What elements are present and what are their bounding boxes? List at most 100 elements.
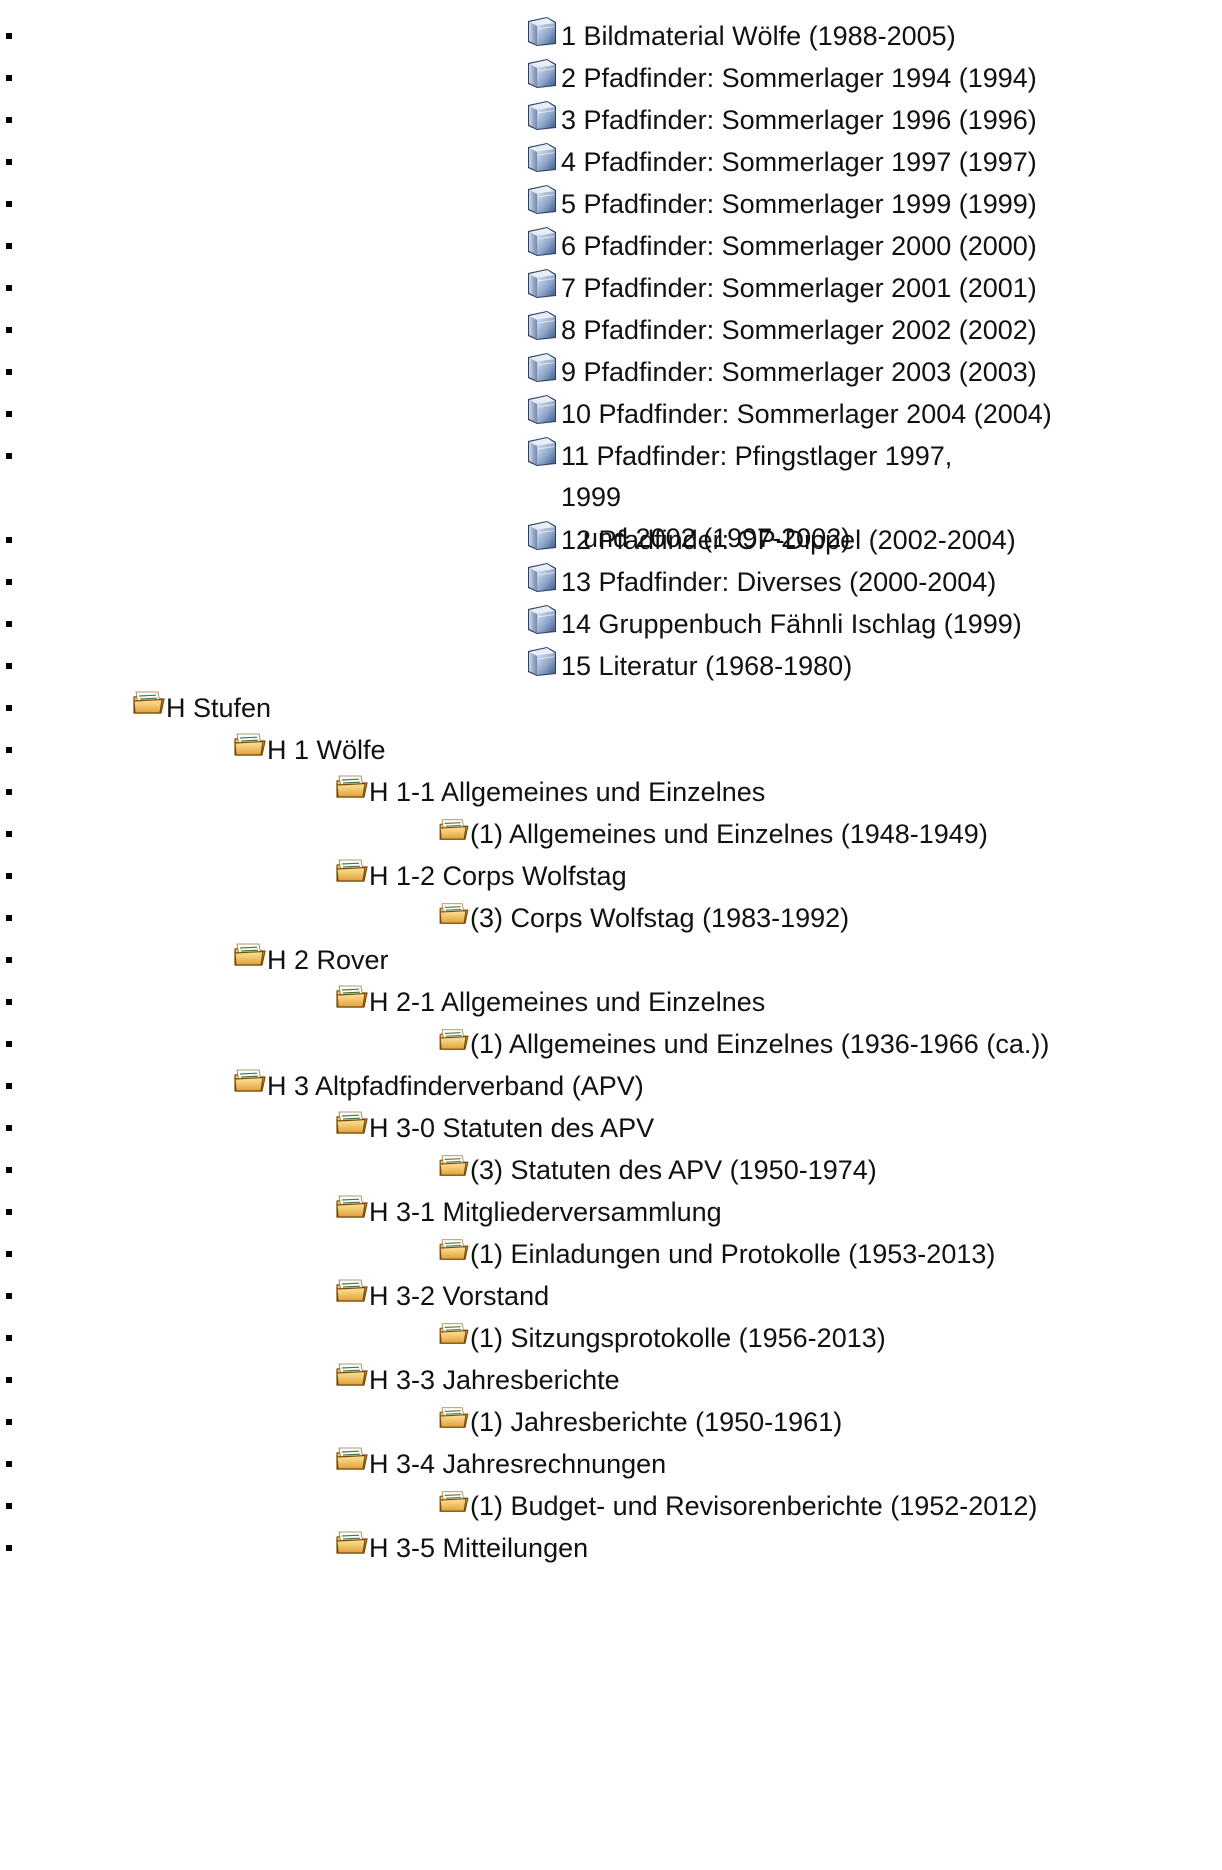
tree-item[interactable]: 14 Gruppenbuch Fähnli Ischlag (1999)	[525, 604, 1022, 645]
tree-item-label[interactable]: 1 Bildmaterial Wölfe (1988-2005)	[561, 21, 956, 51]
tree-item[interactable]: 5 Pfadfinder: Sommerlager 1999 (1999)	[525, 184, 1037, 225]
tree-item[interactable]: (1) Budget- und Revisorenberichte (1952-…	[438, 1486, 1037, 1527]
tree-item[interactable]: H 2 Rover	[233, 940, 389, 981]
tree-item-label[interactable]: (1) Allgemeines und Einzelnes (1936-1966…	[470, 1029, 1050, 1059]
tree-item-label[interactable]: H 1-2 Corps Wolfstag	[369, 861, 627, 891]
tree-item[interactable]: 4 Pfadfinder: Sommerlager 1997 (1997)	[525, 142, 1037, 183]
folder-open-icon	[335, 1190, 369, 1218]
tree-item-label[interactable]: 6 Pfadfinder: Sommerlager 2000 (2000)	[561, 231, 1037, 261]
tree-item[interactable]: 8 Pfadfinder: Sommerlager 2002 (2002)	[525, 310, 1037, 351]
bullet-icon	[6, 201, 12, 207]
bullet-icon	[6, 831, 12, 837]
tree-item-label[interactable]: (1) Budget- und Revisorenberichte (1952-…	[470, 1491, 1038, 1521]
tree-item-label[interactable]: 4 Pfadfinder: Sommerlager 1997 (1997)	[561, 147, 1037, 177]
bullet-icon	[6, 1293, 12, 1299]
tree-item-label[interactable]: 5 Pfadfinder: Sommerlager 1999 (1999)	[561, 189, 1037, 219]
tree-item-label[interactable]: 14 Gruppenbuch Fähnli Ischlag (1999)	[561, 609, 1022, 639]
tree-item[interactable]: (3) Statuten des APV (1950-1974)	[438, 1150, 877, 1191]
archive-box-icon	[525, 15, 559, 47]
archive-box-icon	[525, 267, 559, 299]
tree-item-label[interactable]: 7 Pfadfinder: Sommerlager 2001 (2001)	[561, 273, 1037, 303]
tree-item[interactable]: 9 Pfadfinder: Sommerlager 2003 (2003)	[525, 352, 1037, 393]
bullet-icon	[6, 1167, 12, 1173]
tree-item[interactable]: 15 Literatur (1968-1980)	[525, 646, 852, 687]
folder-open-icon	[233, 728, 267, 756]
bullet-icon	[6, 327, 12, 333]
folder-icon	[438, 1400, 470, 1428]
tree-item-label[interactable]: 12 Pfadfinder: OP-Dippel (2002-2004)	[561, 525, 1016, 555]
tree-item-label[interactable]: H 3-1 Mitgliederversammlung	[369, 1197, 722, 1227]
folder-icon	[438, 1232, 470, 1260]
tree-item[interactable]: (1) Jahresberichte (1950-1961)	[438, 1402, 842, 1443]
bullet-icon	[6, 369, 12, 375]
tree-item[interactable]: H 3 Altpfadfinderverband (APV)	[233, 1066, 644, 1107]
tree-item[interactable]: 3 Pfadfinder: Sommerlager 1996 (1996)	[525, 100, 1037, 141]
tree-item-label[interactable]: H 2-1 Allgemeines und Einzelnes	[369, 987, 766, 1017]
tree-item-label[interactable]: 2 Pfadfinder: Sommerlager 1994 (1994)	[561, 63, 1037, 93]
tree-item[interactable]: H 1-2 Corps Wolfstag	[335, 856, 627, 897]
tree-item[interactable]: (1) Sitzungsprotokolle (1956-2013)	[438, 1318, 886, 1359]
folder-open-icon	[335, 980, 369, 1008]
tree-item[interactable]: H 3-2 Vorstand	[335, 1276, 549, 1317]
tree-item[interactable]: (1) Allgemeines und Einzelnes (1948-1949…	[438, 814, 988, 855]
tree-item-label[interactable]: H 1-1 Allgemeines und Einzelnes	[369, 777, 766, 807]
tree-item-label[interactable]: (1) Jahresberichte (1950-1961)	[470, 1407, 843, 1437]
tree-item-label[interactable]: H 3-0 Statuten des APV	[369, 1113, 655, 1143]
folder-open-icon	[233, 938, 267, 966]
tree-item[interactable]: (1) Einladungen und Protokolle (1953-201…	[438, 1234, 995, 1275]
tree-item-label[interactable]: H 2 Rover	[267, 945, 389, 975]
folder-open-icon	[132, 686, 166, 714]
bullet-icon	[6, 243, 12, 249]
tree-item-label[interactable]: 13 Pfadfinder: Diverses (2000-2004)	[561, 567, 997, 597]
tree-item[interactable]: H 1-1 Allgemeines und Einzelnes	[335, 772, 765, 813]
tree-item[interactable]: (1) Allgemeines und Einzelnes (1936-1966…	[438, 1024, 1049, 1065]
tree-item[interactable]: 13 Pfadfinder: Diverses (2000-2004)	[525, 562, 996, 603]
tree-item-label[interactable]: H 3-3 Jahresberichte	[369, 1365, 620, 1395]
tree-item[interactable]: 7 Pfadfinder: Sommerlager 2001 (2001)	[525, 268, 1037, 309]
tree-item-label[interactable]: 15 Literatur (1968-1980)	[561, 651, 853, 681]
tree-item[interactable]: H 3-3 Jahresberichte	[335, 1360, 620, 1401]
tree-item-label[interactable]: (3) Statuten des APV (1950-1974)	[470, 1155, 877, 1185]
tree-item-label[interactable]: 3 Pfadfinder: Sommerlager 1996 (1996)	[561, 105, 1037, 135]
bullet-icon	[6, 1041, 12, 1047]
bullet-icon	[6, 1335, 12, 1341]
tree-item[interactable]: 6 Pfadfinder: Sommerlager 2000 (2000)	[525, 226, 1037, 267]
tree-item-label[interactable]: H 3-5 Mitteilungen	[369, 1533, 589, 1563]
tree-item[interactable]: H Stufen	[132, 688, 271, 729]
tree-item[interactable]: 12 Pfadfinder: OP-Dippel (2002-2004)	[525, 520, 1016, 561]
tree-item-label[interactable]: (3) Corps Wolfstag (1983-1992)	[470, 903, 850, 933]
tree-item-label[interactable]: H Stufen	[166, 693, 272, 723]
tree-item[interactable]: H 3-0 Statuten des APV	[335, 1108, 654, 1149]
bullet-icon	[6, 915, 12, 921]
archive-box-icon	[525, 561, 559, 593]
tree-item[interactable]: 10 Pfadfinder: Sommerlager 2004 (2004)	[525, 394, 1052, 435]
tree-item[interactable]: 1 Bildmaterial Wölfe (1988-2005)	[525, 16, 956, 57]
archive-box-icon	[525, 645, 559, 677]
bullet-icon	[6, 705, 12, 711]
tree-item[interactable]: H 1 Wölfe	[233, 730, 386, 771]
tree-item-label[interactable]: H 3 Altpfadfinderverband (APV)	[267, 1071, 644, 1101]
tree-item[interactable]: 2 Pfadfinder: Sommerlager 1994 (1994)	[525, 58, 1037, 99]
tree-item-label[interactable]: H 3-2 Vorstand	[369, 1281, 550, 1311]
bullet-icon	[6, 33, 12, 39]
tree-item-label[interactable]: (1) Einladungen und Protokolle (1953-201…	[470, 1239, 996, 1269]
tree-item-label[interactable]: 10 Pfadfinder: Sommerlager 2004 (2004)	[561, 399, 1052, 429]
folder-open-icon	[233, 1064, 267, 1092]
tree-item[interactable]: H 2-1 Allgemeines und Einzelnes	[335, 982, 765, 1023]
tree-item[interactable]: H 3-4 Jahresrechnungen	[335, 1444, 666, 1485]
archive-box-icon	[525, 99, 559, 131]
tree-item-label[interactable]: H 1 Wölfe	[267, 735, 386, 765]
tree-item[interactable]: H 3-1 Mitgliederversammlung	[335, 1192, 722, 1233]
bullet-icon	[6, 75, 12, 81]
bullet-icon	[6, 957, 12, 963]
tree-item-label[interactable]: 9 Pfadfinder: Sommerlager 2003 (2003)	[561, 357, 1037, 387]
tree-item-label[interactable]: 8 Pfadfinder: Sommerlager 2002 (2002)	[561, 315, 1037, 345]
tree-item-label[interactable]: (1) Allgemeines und Einzelnes (1948-1949…	[470, 819, 988, 849]
tree-item-label[interactable]: (1) Sitzungsprotokolle (1956-2013)	[470, 1323, 886, 1353]
folder-open-icon	[335, 1442, 369, 1470]
tree-item-label[interactable]: H 3-4 Jahresrechnungen	[369, 1449, 667, 1479]
tree-item[interactable]: H 3-5 Mitteilungen	[335, 1528, 588, 1569]
tree-item[interactable]: (3) Corps Wolfstag (1983-1992)	[438, 898, 849, 939]
